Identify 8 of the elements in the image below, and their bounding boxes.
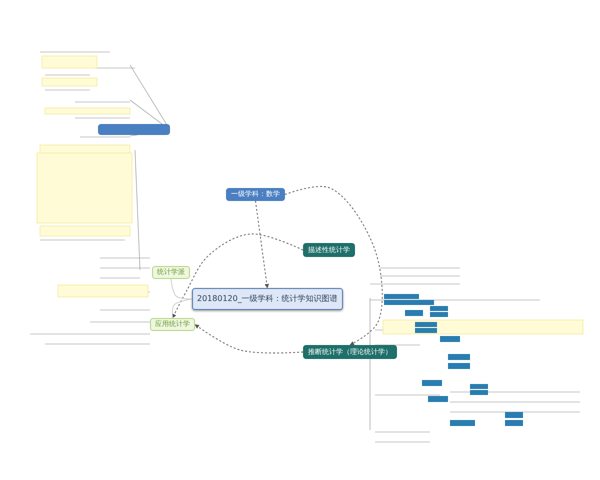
connector [172,234,304,318]
topic-box [98,124,170,135]
connector [284,186,383,346]
connector [172,298,192,318]
connector [255,200,270,288]
central-topic-box: 20180120_一级学科：统计学知识图谱 [192,288,343,310]
connector [170,278,192,300]
connector [194,324,304,354]
